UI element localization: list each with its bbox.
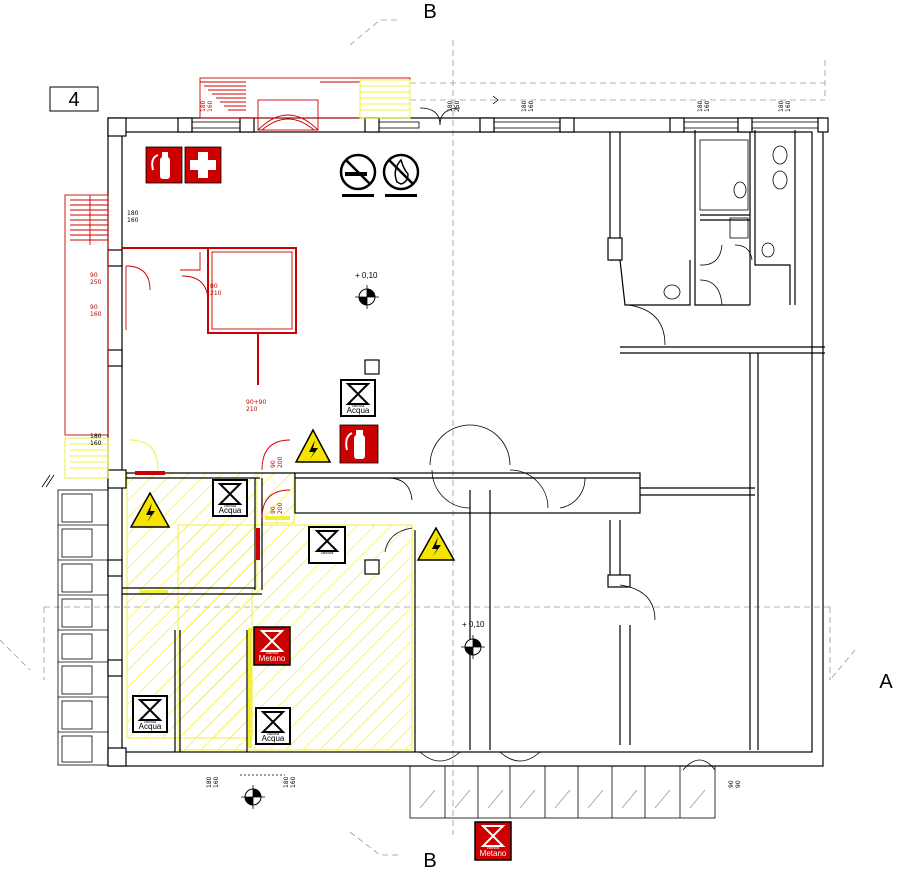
dim-top-win-2: 160 <box>528 100 535 112</box>
dim-left-low-1: 180 <box>90 433 102 440</box>
dim-bottom-4: 160 <box>290 776 297 788</box>
dimension-labels: 180 160 180 250 180 160 180 160 180 160 … <box>90 100 792 788</box>
dim-bottom-2: 160 <box>213 776 220 788</box>
bottom-cells <box>240 765 716 819</box>
high-voltage-icon-room <box>129 491 171 528</box>
water-label-2: Acqua <box>219 506 242 515</box>
dim-top-stair-1: 180 <box>200 100 207 112</box>
dim-left-low-2: 160 <box>90 440 102 447</box>
water-valve-sign-room-d: valvola Acqua <box>255 707 291 745</box>
no-flames-icon <box>382 153 420 197</box>
water-valve-sign-room-c: valvola Acqua <box>132 695 168 733</box>
dim-top-win-3: 180 <box>697 100 704 112</box>
valve-label-7: valvola <box>487 845 500 850</box>
water-valve-sign-room-a: valvola Acqua <box>212 479 248 517</box>
dim-top-win-1: 180 <box>521 100 528 112</box>
section-a-right: A <box>879 671 893 693</box>
dim-corridor-door-b: 210 <box>246 406 258 413</box>
water-label-5: Acqua <box>262 734 285 743</box>
left-cells <box>57 489 109 766</box>
valve-label-2: valvola <box>224 503 237 508</box>
high-voltage-icon-corridor <box>294 428 332 463</box>
valve-label-4: valvola <box>144 719 157 724</box>
valve-label-3: valvola <box>321 550 334 555</box>
valve-label-1: valvola <box>352 403 365 408</box>
fire-extinguisher-sign-corridor <box>339 424 379 464</box>
dim-top-win-4: 160 <box>704 100 711 112</box>
elevation-marker-bottom <box>241 785 265 809</box>
fire-extinguisher-sign-top <box>145 146 183 184</box>
high-voltage-icon-right <box>416 526 456 561</box>
first-aid-icon <box>184 146 222 184</box>
dim-door-v1-a: 90 <box>270 460 277 468</box>
floor-number: 4 <box>68 89 79 111</box>
dim-top-win-5: 180 <box>778 100 785 112</box>
yellow-stairs <box>64 79 411 479</box>
dim-left-red-1a: 90 <box>90 272 98 279</box>
dim-top-door-2: 250 <box>454 100 461 112</box>
dim-bottom-3: 180 <box>283 776 290 788</box>
section-b-bottom: B <box>423 850 436 872</box>
toilets <box>663 139 788 300</box>
dim-room-door-a: 80 <box>210 283 218 290</box>
elevation-upper-label: + 0,10 <box>355 271 378 280</box>
dim-bottom-1: 180 <box>206 776 213 788</box>
water-label-1: Acqua <box>347 406 370 415</box>
methane-valve-sign-outside: valvola Metano <box>474 821 512 861</box>
fire-stairs <box>64 77 411 436</box>
dim-room-door-b: 210 <box>210 290 222 297</box>
methane-valve-sign-room: valvola Metano <box>253 626 291 666</box>
water-valve-sign-room-b: valvola <box>308 526 346 564</box>
dim-top-stair-2: 160 <box>207 100 214 112</box>
valve-label-6: valvola <box>266 650 279 655</box>
dim-door-v2-a: 90 <box>270 506 277 514</box>
water-valve-sign-corridor: valvola Acqua <box>340 379 376 417</box>
dim-top-door-1: 180 <box>447 100 454 112</box>
doors <box>384 107 753 771</box>
dim-right-bottom-2: 90 <box>735 780 742 788</box>
dim-door-v1-b: 200 <box>277 456 284 468</box>
dim-door-v2-b: 200 <box>277 502 284 514</box>
dim-left-win-1: 180 <box>127 210 139 217</box>
elevation-upper: + 0,10 <box>355 271 379 309</box>
dim-left-red-1b: 250 <box>90 279 102 286</box>
methane-label-2: Metano <box>480 849 507 858</box>
dim-left-red-2a: 90 <box>90 304 98 311</box>
floor-number-box: 4 <box>49 86 99 112</box>
elevation-lower-label: + 0,10 <box>462 620 485 629</box>
dim-left-win-2: 160 <box>127 217 139 224</box>
water-label-4: Acqua <box>139 722 162 731</box>
section-b-top: B <box>423 1 436 23</box>
no-smoking-icon <box>339 153 377 197</box>
valve-label-5: valvola <box>267 731 280 736</box>
dim-corridor-door-a: 90+90 <box>246 399 266 406</box>
dim-left-red-2b: 160 <box>90 311 102 318</box>
dim-top-win-6: 160 <box>785 100 792 112</box>
elevation-lower: + 0,10 <box>461 620 485 659</box>
columns <box>107 117 829 767</box>
dim-right-bottom-1: 90 <box>728 780 735 788</box>
corridor-ticks <box>41 95 499 488</box>
top-windows <box>191 121 819 129</box>
methane-label-1: Metano <box>259 654 286 663</box>
red-doors <box>135 439 291 560</box>
